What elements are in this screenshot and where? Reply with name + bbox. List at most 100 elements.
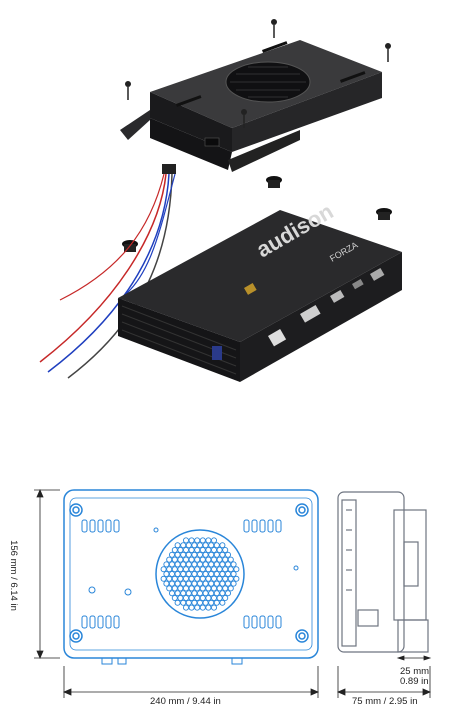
fan-grille-hole — [185, 542, 192, 549]
fan-grille-hole — [205, 604, 212, 611]
fan-grille-hole — [216, 556, 223, 563]
fan-grille-hole — [182, 585, 190, 592]
fan-grille-hole — [210, 585, 218, 592]
fan-grille-hole — [222, 566, 229, 573]
screw-icon — [385, 43, 391, 62]
fan-grille-hole — [213, 542, 220, 549]
fan-grille-hole — [196, 551, 204, 558]
fan-grille-hole — [188, 575, 195, 582]
fan-grille-hole — [216, 594, 223, 602]
fan-grille-hole — [208, 570, 215, 578]
fan-grille-hole — [219, 599, 226, 606]
fan-grille-hole — [194, 566, 201, 573]
fan-grille-hole — [205, 537, 212, 544]
vent-slots-top — [81, 519, 282, 533]
side-view-outline — [337, 491, 429, 653]
fan-grille-hole — [202, 542, 209, 549]
fan-grille-hole — [174, 570, 181, 578]
width-dimension-label: 240 mm / 9.44 in — [150, 696, 221, 707]
fan-grille-hole — [185, 580, 192, 587]
flange-dimension-label-in: 0.89 in — [400, 676, 429, 687]
fan-grille-hole — [182, 546, 190, 554]
fan-grille-hole — [171, 556, 178, 563]
fan-grille-hole — [166, 556, 173, 563]
fan-grille-hole — [185, 599, 192, 606]
fan-grille-hole — [194, 604, 201, 611]
grommet-icon — [376, 208, 392, 220]
fan-grille-hole — [224, 551, 232, 558]
fan-grille-hole — [208, 590, 215, 597]
fan-grille-hole — [222, 575, 229, 582]
fan-grille-hole — [168, 580, 176, 587]
fan-grille-hole — [219, 580, 226, 587]
fan-grille-hole — [208, 561, 215, 568]
fan-grille-hole — [177, 594, 184, 602]
fan-grille-hole — [185, 551, 192, 558]
fan-grille-hole — [185, 570, 192, 578]
screw-icon — [125, 81, 131, 100]
technical-drawing — [34, 488, 432, 698]
fan-grille-hole — [185, 590, 192, 597]
fan-grille-hole — [219, 542, 226, 549]
fan-grille-hole — [163, 561, 170, 568]
fan-grille-hole — [205, 594, 212, 602]
fan-grille-hole — [196, 599, 204, 606]
fan-grille-hole — [180, 542, 187, 549]
fan-grille-hole — [213, 561, 220, 568]
fan-grille-hole — [180, 580, 187, 587]
fan-grille-hole — [196, 580, 204, 587]
fan-grille-hole — [194, 556, 201, 563]
fan-grille-hole — [210, 575, 218, 582]
fan-grille-hole — [171, 585, 178, 592]
screw-icon — [271, 19, 277, 38]
fan-grille-hole — [180, 551, 187, 558]
fan-grille-hole — [188, 594, 195, 602]
fan-grille-hole — [210, 556, 218, 563]
fan-grille-hole — [177, 546, 184, 554]
fan-grille-hole — [213, 599, 220, 606]
fan-grille-hole — [188, 604, 195, 611]
fan-grille-hole — [188, 556, 195, 563]
fan-grille-hole — [202, 551, 209, 558]
fan-grille-hole — [180, 561, 187, 568]
fan-grille-hole — [191, 551, 198, 558]
fan-grille-hole — [168, 561, 176, 568]
fan-grille-hole — [227, 566, 234, 573]
fan-grille-hole — [174, 599, 181, 606]
fan-grille-hole — [202, 599, 209, 606]
fan-grille-hole — [208, 599, 215, 606]
fan-grille-hole — [174, 580, 181, 587]
fan-grille-hole — [199, 546, 206, 554]
fan-grille-hole — [233, 575, 240, 582]
fan-grille-hole — [168, 590, 176, 597]
fan-grille-hole — [171, 575, 178, 582]
fan-grille-hole — [177, 556, 184, 563]
fan-grille-hole — [224, 580, 232, 587]
fan-grille-hole — [227, 556, 234, 563]
fan-grille-hole — [222, 585, 229, 592]
fan-grille-hole — [222, 556, 229, 563]
fan-grille-hole — [205, 556, 212, 563]
fan-grille-hole — [182, 556, 190, 563]
fan-grille-hole — [180, 590, 187, 597]
fan-grille-hole — [224, 590, 232, 597]
fan-grille-hole — [213, 551, 220, 558]
fan-grille-hole — [216, 546, 223, 554]
fan-grille-hole — [199, 566, 206, 573]
fan-grille-hole — [196, 561, 204, 568]
fan-grille-hole — [224, 561, 232, 568]
fan-grille-hole — [210, 604, 218, 611]
fan-grille-hole — [188, 546, 195, 554]
fan-grille-hole — [166, 575, 173, 582]
fan-grille-hole — [230, 561, 237, 568]
fan-grille-hole — [166, 585, 173, 592]
fan-grille-hole — [163, 570, 170, 578]
fan-grille-hole — [233, 566, 240, 573]
fan-grille-hole — [174, 551, 181, 558]
fan-grille-hole — [188, 537, 195, 544]
fan-grille-hole — [210, 594, 218, 602]
fan-grille-hole — [227, 585, 234, 592]
fan-grille-hole — [168, 570, 176, 578]
fan-grille-hole — [205, 585, 212, 592]
fan-grille-hole — [185, 561, 192, 568]
